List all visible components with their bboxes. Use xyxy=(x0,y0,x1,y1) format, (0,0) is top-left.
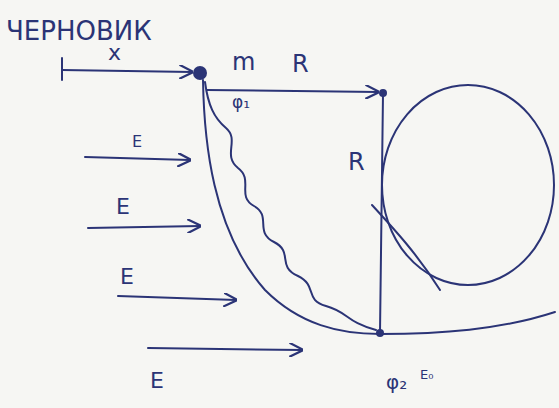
field-label: E xyxy=(120,266,134,288)
field-arrow xyxy=(148,348,302,350)
wavy-path xyxy=(205,82,376,330)
field-label: E xyxy=(150,370,164,392)
x-dimension xyxy=(62,70,192,72)
radius-label: R xyxy=(292,52,309,76)
bottom-dot xyxy=(376,329,384,337)
field-label: E xyxy=(116,196,130,218)
draft-note: ЧЕРНОВИК xyxy=(6,18,152,44)
center-dot xyxy=(379,89,387,97)
energy-label: E₀ xyxy=(420,368,433,381)
variable-label: x xyxy=(108,42,121,64)
field-label: E xyxy=(132,134,142,150)
tick xyxy=(61,58,63,80)
track-curve xyxy=(203,80,555,334)
loop-entry xyxy=(372,205,440,290)
field-arrow xyxy=(88,226,200,228)
field-arrow xyxy=(85,157,190,160)
angle-label: φ₂ xyxy=(386,372,407,392)
field-arrow xyxy=(118,296,236,300)
radius-line xyxy=(207,90,378,92)
mass-label: m xyxy=(232,50,255,74)
radius-label: R xyxy=(348,150,365,174)
bead xyxy=(193,66,207,80)
angle-label: φ₁ xyxy=(232,94,250,111)
loop-circle xyxy=(382,85,554,285)
